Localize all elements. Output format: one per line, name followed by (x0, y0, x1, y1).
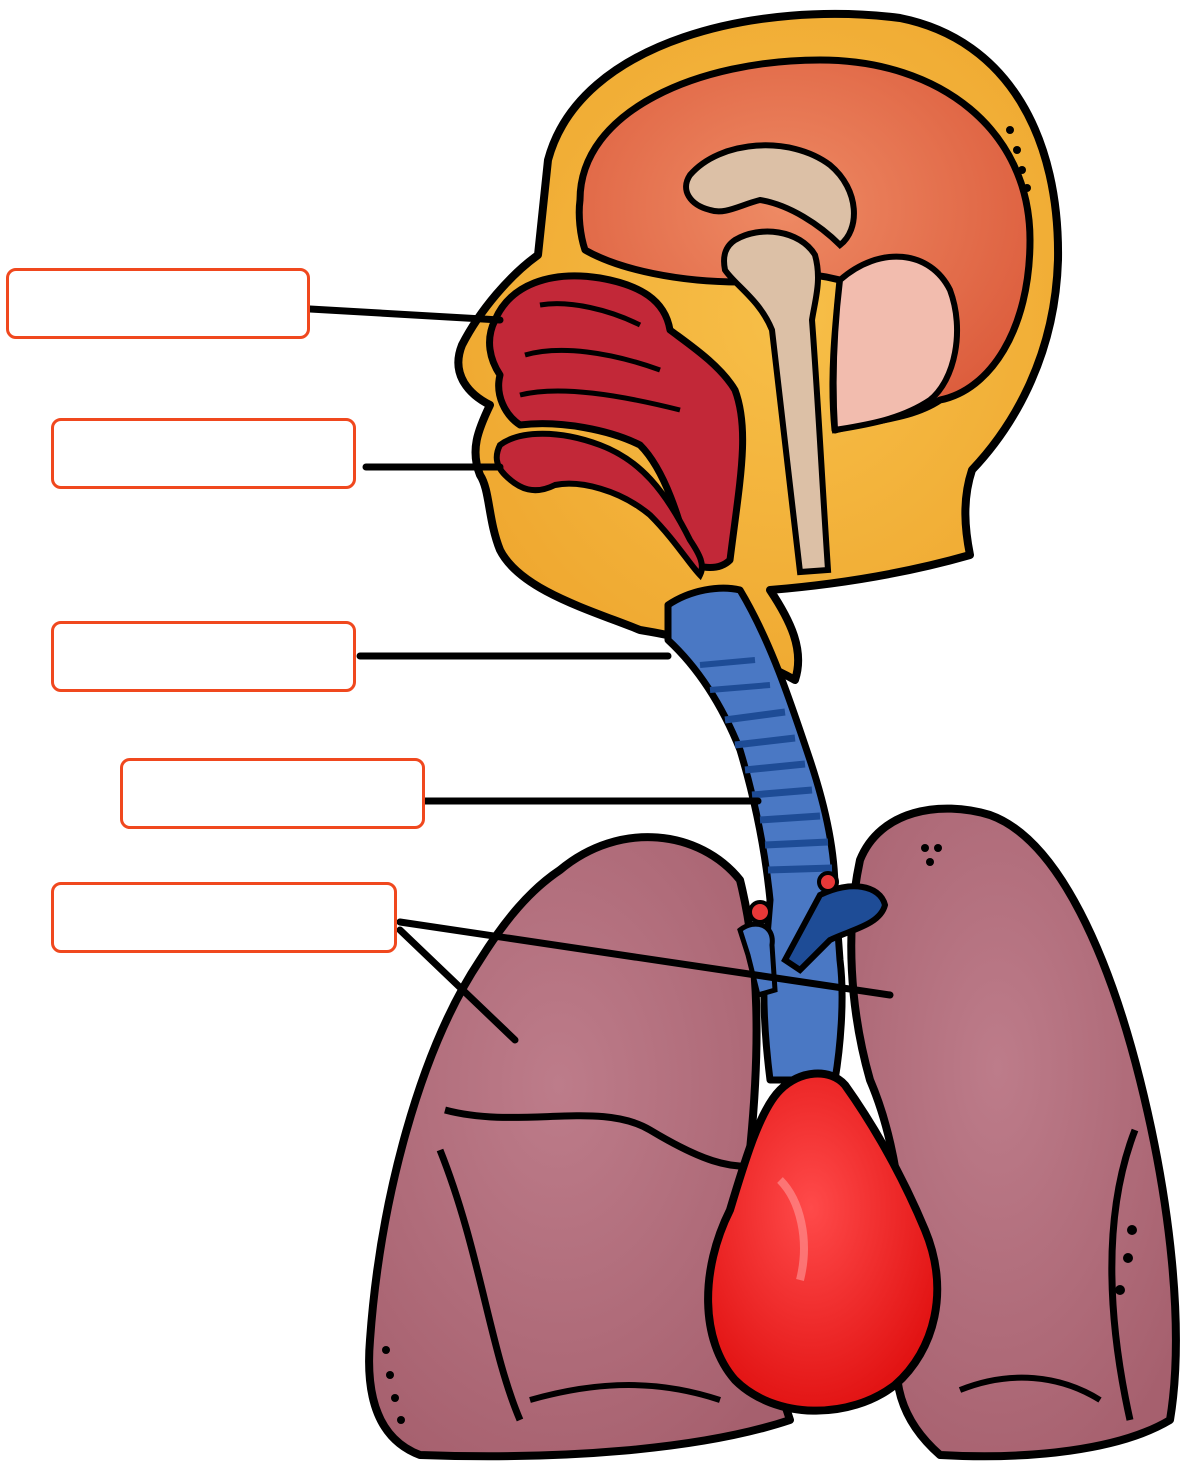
leader-line-nasal-cavity (310, 309, 500, 320)
label-box-lungs[interactable] (51, 882, 397, 953)
label-box-nasal-cavity[interactable] (6, 268, 310, 339)
label-box-trachea[interactable] (120, 758, 425, 829)
label-box-mouth[interactable] (51, 418, 356, 489)
label-box-larynx[interactable] (51, 621, 356, 692)
